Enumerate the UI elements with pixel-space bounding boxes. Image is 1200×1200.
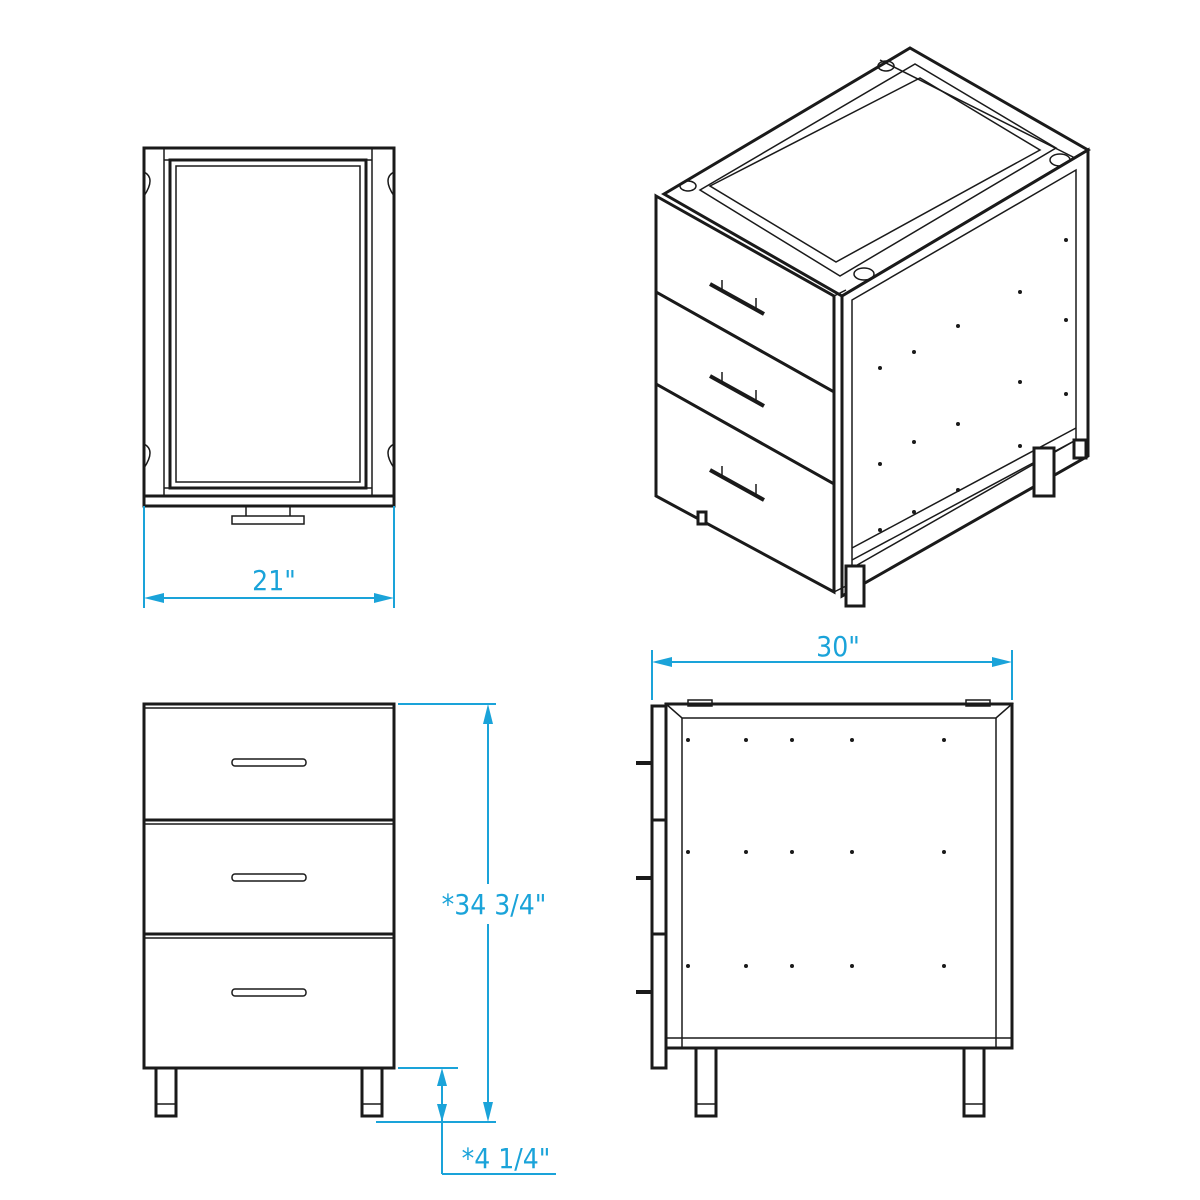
iso-front-foot bbox=[696, 510, 708, 526]
corner-notch bbox=[387, 171, 395, 197]
top-handle bbox=[231, 515, 305, 525]
side-top-clip bbox=[687, 699, 713, 707]
corner-socket bbox=[679, 180, 697, 192]
iso-leg bbox=[844, 564, 866, 608]
depth-label: 30" bbox=[816, 630, 860, 663]
side-holes bbox=[686, 738, 946, 968]
corner-notch bbox=[143, 171, 151, 197]
side-panel bbox=[664, 702, 1014, 1050]
iso-side-panel bbox=[840, 147, 1090, 599]
top-panel bbox=[168, 158, 368, 490]
front-leg-right bbox=[360, 1066, 384, 1118]
corner-socket bbox=[877, 60, 895, 72]
front-handle bbox=[231, 988, 307, 997]
front-leg-left bbox=[154, 1066, 178, 1118]
front-drawer-2 bbox=[142, 818, 396, 936]
iso-handle bbox=[709, 466, 765, 502]
front-view: *34 3/4" *4 1/4" bbox=[142, 702, 556, 1175]
iso-leg bbox=[1072, 438, 1088, 460]
side-drawer-edge bbox=[650, 932, 668, 1070]
front-drawer-3 bbox=[142, 932, 396, 1070]
iso-handle bbox=[709, 280, 765, 316]
isometric-view bbox=[654, 46, 1091, 608]
iso-handle bbox=[709, 372, 765, 408]
front-handle bbox=[231, 873, 307, 882]
iso-leg bbox=[1032, 446, 1056, 498]
corner-socket bbox=[853, 267, 875, 281]
height-label: *34 3/4" bbox=[442, 888, 547, 921]
front-drawer-1 bbox=[142, 702, 396, 822]
top-view: 21" bbox=[142, 146, 396, 608]
side-leg-left bbox=[694, 1046, 718, 1118]
front-handle bbox=[231, 758, 307, 767]
corner-notch bbox=[387, 443, 395, 469]
side-top-clip bbox=[965, 699, 991, 707]
top-drawer-front bbox=[142, 494, 396, 508]
iso-side-holes bbox=[878, 238, 1068, 532]
top-panel-inset bbox=[175, 165, 361, 483]
width-label: 21" bbox=[252, 564, 296, 597]
side-drawer-edge bbox=[650, 818, 668, 936]
side-drawer-edge bbox=[650, 704, 668, 822]
leg-height-label: *4 1/4" bbox=[462, 1142, 551, 1175]
side-view: 30" bbox=[636, 630, 1014, 1118]
corner-notch bbox=[143, 443, 151, 469]
side-leg-right bbox=[962, 1046, 986, 1118]
